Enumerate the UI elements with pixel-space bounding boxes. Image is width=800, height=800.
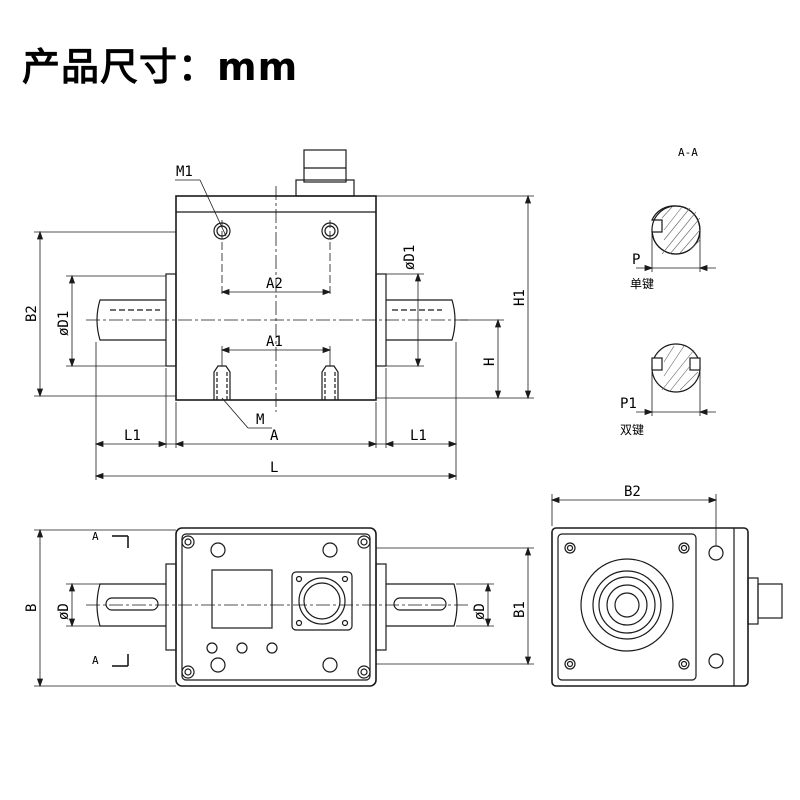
side-view-dimensions (550, 494, 718, 546)
connector-body (303, 149, 347, 183)
label-m: M (256, 412, 264, 428)
label-single-key: 单键 (630, 277, 654, 291)
label-b1: B1 (512, 601, 528, 618)
front-view-dimensions (34, 179, 534, 480)
front-view (86, 149, 468, 412)
side-view (551, 527, 783, 687)
connector-square (291, 571, 353, 631)
label-l1-left: L1 (124, 428, 141, 444)
label-section-mark-bottom: A (92, 654, 99, 667)
top-view-dimensions (34, 528, 534, 688)
label-m1: M1 (176, 164, 193, 180)
label-section-mark-top: A (92, 530, 99, 543)
section-double-key (636, 343, 716, 416)
label-b2-side: B2 (624, 484, 641, 500)
label-d1-right: øD1 (402, 245, 418, 270)
label-a2: A2 (266, 276, 283, 292)
label-d-left: øD (56, 603, 72, 620)
label-p: P (632, 252, 640, 268)
label-section: A-A (678, 146, 698, 159)
section-single-key (636, 205, 716, 272)
display-window (211, 569, 273, 629)
label-a: A (270, 428, 279, 444)
label-d-right: øD (472, 603, 488, 620)
page-title: 产品尺寸：mm (22, 45, 299, 89)
keyway-left (105, 597, 159, 611)
label-a1: A1 (266, 334, 283, 350)
label-h1: H1 (512, 289, 528, 306)
top-view (86, 527, 470, 687)
bearing-outer (580, 558, 674, 652)
keyway-right (393, 597, 447, 611)
label-d1-left: øD1 (56, 311, 72, 336)
label-double-key: 双键 (620, 423, 644, 437)
label-p1: P1 (620, 396, 637, 412)
label-l1-right: L1 (410, 428, 427, 444)
label-b: B (24, 604, 40, 612)
label-h: H (482, 358, 498, 366)
label-b2: B2 (24, 305, 40, 322)
label-l: L (270, 460, 278, 476)
